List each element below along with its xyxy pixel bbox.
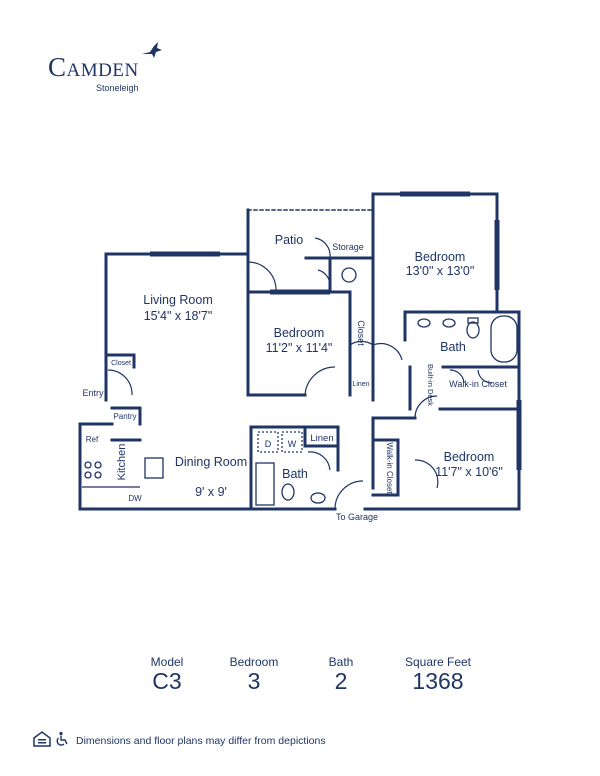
equal-housing-icon	[33, 731, 51, 747]
label-living-room: Living Room	[143, 293, 212, 307]
model-label: Model	[150, 655, 184, 669]
label-dw: DW	[128, 494, 142, 503]
label-bedroom-1-dims: 13'0" x 13'0"	[406, 264, 475, 278]
hummingbird-icon	[142, 42, 162, 58]
label-bedroom-2-dims: 11'2" x 11'4"	[266, 341, 333, 355]
label-built-in-desk: Built-in Desk	[426, 364, 435, 406]
label-to-garage: To Garage	[336, 512, 378, 522]
wall-entry-closet	[104, 353, 136, 369]
label-bath-2: Bath	[282, 467, 308, 481]
label-bedroom-1: Bedroom	[415, 250, 466, 264]
wall-walkin2	[371, 438, 400, 497]
label-pantry: Pantry	[113, 412, 136, 421]
label-bedroom-3: Bedroom	[444, 450, 495, 464]
label-bedroom-3-dims: 11'7" x 10'6"	[435, 465, 503, 479]
brand-logo-text: Camden	[48, 52, 139, 82]
label-bedroom-2: Bedroom	[274, 326, 325, 340]
label-walk-in-closet-2: Walk-in Closet	[385, 442, 394, 494]
bath-value: 2	[334, 668, 348, 694]
label-living-room-dims: 15'4" x 18'7"	[144, 309, 213, 323]
bedroom-label: Bedroom	[229, 655, 279, 669]
floor-plan: Patio Storage Bedroom 13'0" x 13'0" Livi…	[78, 191, 522, 522]
wall-pantry	[110, 406, 142, 426]
label-closet: Closet	[356, 320, 366, 346]
label-walk-in-closet-1: Walk-in Closet	[449, 379, 507, 389]
label-closet-entry: Closet	[111, 360, 131, 367]
label-washer: W	[288, 439, 297, 449]
label-linen-1: Linen	[352, 381, 369, 388]
label-dining-room: Dining Room	[175, 455, 247, 469]
label-dryer: D	[265, 439, 272, 449]
wall-linen2	[303, 425, 340, 448]
disclaimer-text: Dimensions and floor plans may differ fr…	[76, 735, 326, 747]
bath-label: Bath	[328, 655, 354, 669]
label-bath-1: Bath	[440, 340, 466, 354]
label-kitchen: Kitchen	[116, 444, 128, 481]
bedroom-value: 3	[247, 668, 261, 694]
label-linen-2: Linen	[310, 433, 333, 444]
accessibility-icon	[56, 731, 68, 746]
label-entry: Entry	[82, 388, 104, 398]
square-feet-value: 1368	[412, 668, 464, 694]
model-value: C3	[152, 668, 182, 694]
label-ref: Ref	[86, 435, 99, 444]
square-feet-label: Square Feet	[404, 655, 472, 669]
label-storage: Storage	[332, 242, 364, 252]
label-patio: Patio	[275, 233, 304, 247]
brand-community: Stoneleigh	[96, 83, 139, 93]
label-dining-room-dims: 9' x 9'	[195, 485, 227, 499]
